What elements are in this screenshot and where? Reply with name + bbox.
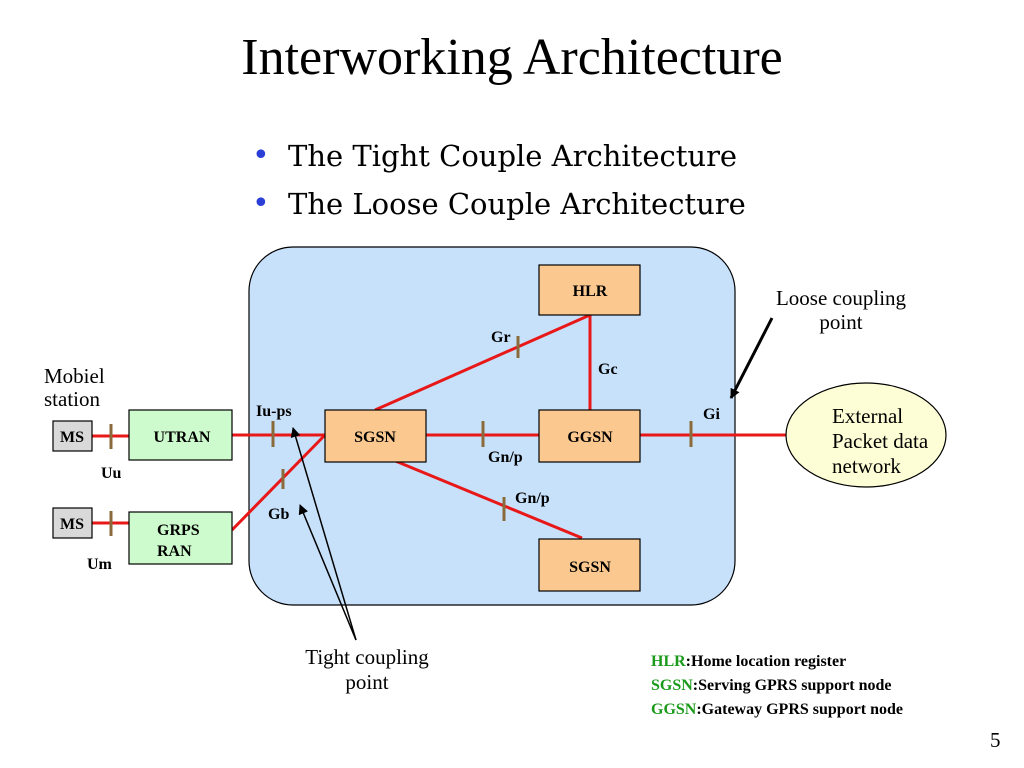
tight-coupling-arrow-1 (290, 427, 357, 641)
tight-coupling-label-line1: Tight coupling (305, 645, 429, 669)
gi-label: Gi (703, 406, 720, 423)
loose-coupling-label-line2: point (819, 310, 862, 334)
iu-ps-label: Iu-ps (256, 403, 292, 420)
ms-top-label: MS (60, 429, 84, 446)
gn-p-label-2: Gn/p (515, 490, 550, 507)
grps-ran-label-line2: RAN (157, 543, 192, 560)
ms-bottom-label: MS (60, 516, 84, 533)
legend-ggsn: GGSN:Gateway GPRS support node (651, 698, 903, 722)
tight-coupling-arrow-2 (298, 504, 357, 641)
grps-ran-label-line1: GRPS (157, 522, 200, 539)
external-network-node (785, 382, 947, 488)
ggsn-node (538, 409, 641, 463)
ms-bottom-node (52, 507, 93, 539)
link-grps-sgsn (230, 433, 327, 532)
external-label-line1: External (832, 404, 903, 428)
external-label-line2: Packet data (832, 429, 929, 453)
link-sgsn-sgsn (392, 458, 583, 540)
loose-coupling-label-line1: Loose coupling (776, 286, 907, 310)
sgsn-bottom-label: SGSN (569, 559, 611, 576)
sgsn-node (324, 409, 427, 463)
hlr-node (538, 264, 641, 316)
grps-ran-node (128, 511, 233, 565)
legend-hlr-abbr: HLR (651, 653, 686, 670)
bullet-tight-couple: The Tight Couple Architecture (250, 134, 746, 182)
um-label: Um (87, 556, 113, 573)
bullet-list: The Tight Couple Architecture The Loose … (250, 134, 746, 230)
legend: HLR:Home location register SGSN:Serving … (651, 650, 903, 722)
bullet-loose-couple: The Loose Couple Architecture (250, 182, 746, 230)
page-number: 5 (990, 728, 1001, 752)
tight-coupling-label-line2: point (345, 670, 388, 694)
external-label-line3: network (832, 454, 901, 478)
legend-ggsn-desc: :Gateway GPRS support node (696, 701, 904, 718)
gn-p-label-1: Gn/p (488, 449, 523, 466)
gr-label: Gr (491, 329, 511, 346)
core-network-region (248, 246, 736, 606)
gc-label: Gc (598, 361, 618, 378)
sgsn-label: SGSN (354, 429, 396, 446)
legend-hlr-desc: :Home location register (685, 653, 847, 670)
uu-label: Uu (101, 465, 122, 482)
slide-title: Interworking Architecture (241, 29, 783, 86)
legend-sgsn-desc: :Serving GPRS support node (692, 677, 892, 694)
utran-label: UTRAN (154, 429, 211, 446)
hlr-label: HLR (573, 283, 608, 300)
ggsn-label: GGSN (567, 429, 613, 446)
legend-hlr: HLR:Home location register (651, 650, 903, 674)
ms-top-node (52, 420, 93, 452)
legend-sgsn: SGSN:Serving GPRS support node (651, 674, 903, 698)
legend-ggsn-abbr: GGSN (651, 701, 697, 718)
sgsn-bottom-node (538, 538, 641, 592)
mobile-station-label-line1: Mobiel (44, 364, 105, 388)
mobile-station-label-line2: station (44, 387, 100, 411)
loose-coupling-arrow (729, 317, 774, 399)
legend-sgsn-abbr: SGSN (651, 677, 693, 694)
utran-node (128, 409, 233, 461)
gb-label: Gb (268, 506, 289, 523)
link-sgsn-hlr (374, 313, 591, 412)
